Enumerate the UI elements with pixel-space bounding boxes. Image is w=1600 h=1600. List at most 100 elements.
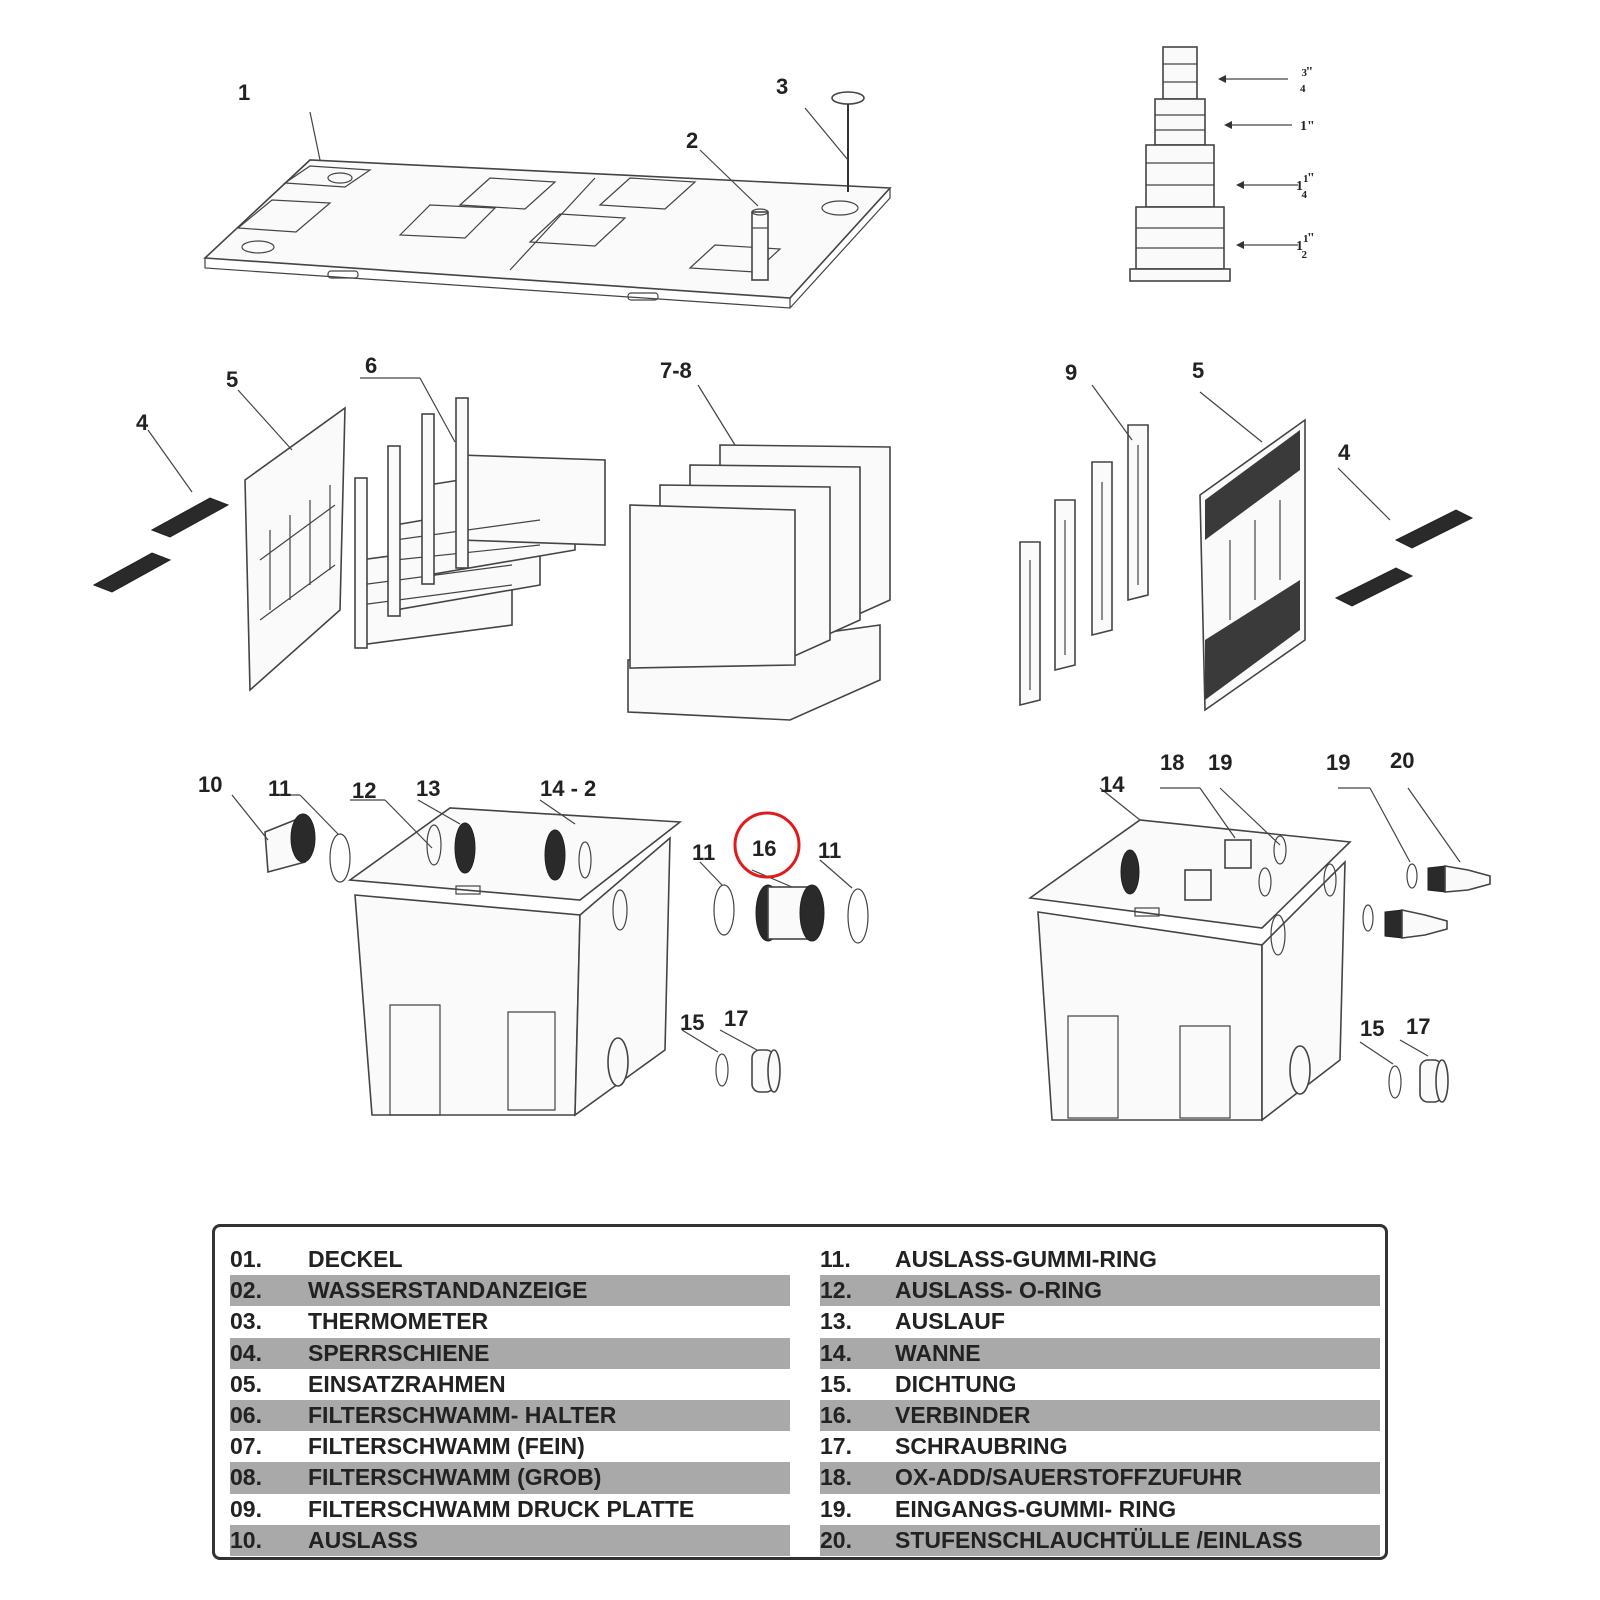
size-label: 1" <box>1300 119 1315 134</box>
callout-5: 5 <box>1192 358 1204 383</box>
inlet-ring-drawing <box>1362 863 1418 932</box>
part-name: AUSLASS- O-RING <box>895 1277 1102 1304</box>
part-number: 16. <box>820 1401 852 1428</box>
callout-3: 3 <box>776 74 788 99</box>
outlet-rubber-ring-drawing <box>329 833 351 883</box>
step-hose-adapter-drawing <box>1129 46 1298 282</box>
part-name: AUSLASS-GUMMI-RING <box>895 1246 1157 1272</box>
part-number: 18. <box>820 1464 852 1491</box>
outlet-ring-drawing-right <box>713 884 735 936</box>
legend-row: 13. AUSLAUF <box>820 1306 1380 1337</box>
part-name: EINSATZRAHMEN <box>308 1370 506 1397</box>
part-number: 12. <box>820 1277 852 1304</box>
callout-16: 16 <box>752 836 776 861</box>
highlight-circle <box>733 811 801 879</box>
legend-column-right: 11.AUSLASS-GUMMI-RING 12.AUSLASS- O-RING… <box>820 1244 1380 1556</box>
legend-row: 07.FILTERSCHWAMM (FEIN) <box>230 1431 790 1462</box>
gasket-drawing-left <box>715 1053 729 1087</box>
callout-19: 19 <box>1208 750 1232 775</box>
legend-row: 01. DECKEL <box>230 1244 790 1275</box>
callout-2: 2 <box>686 128 698 153</box>
callout-10: 10 <box>198 772 222 797</box>
legend-row: 19. EINGANGS-GUMMI- RING <box>820 1494 1380 1525</box>
locking-rail-drawing-left <box>92 497 230 593</box>
callout-18: 18 <box>1160 750 1184 775</box>
legend-row: 12. AUSLASS- O-RING <box>820 1275 1380 1307</box>
gasket-drawing-right <box>1388 1065 1402 1099</box>
callout-15: 15 <box>680 1010 704 1035</box>
callout-14-2: 14 - 2 <box>540 776 596 801</box>
tank-drawing-left <box>347 807 683 1117</box>
part-number: 10. <box>230 1526 262 1553</box>
part-name: SCHRAUBRING <box>895 1433 1068 1460</box>
legend-row: 06.FILTERSCHWAMM- HALTER <box>230 1399 790 1432</box>
thermometer-drawing <box>831 91 865 192</box>
legend-row: 09. FILTERSCHWAMM DRUCK PLATTE <box>230 1494 790 1525</box>
callout-1: 1 <box>238 80 250 105</box>
callout-11: 11 <box>692 840 715 865</box>
sponge-pressure-plate-drawing <box>1019 424 1149 707</box>
parts-legend: 01. DECKEL 02.WASSERSTANDANZEIGE 03. THERM… <box>212 1224 1388 1560</box>
part-name: VERBINDER <box>895 1401 1031 1428</box>
callout-14: 14 <box>1100 772 1125 797</box>
part-number: 14. <box>820 1339 852 1366</box>
callout-7-8: 7-8 <box>660 358 692 383</box>
part-name: FILTERSCHWAMM DRUCK PLATTE <box>308 1495 695 1522</box>
part-number: 02. <box>230 1277 262 1304</box>
callout-17: 17 <box>724 1006 748 1031</box>
part-number: 15. <box>820 1370 852 1397</box>
part-name: DECKEL <box>308 1246 403 1272</box>
part-number: 07. <box>230 1433 262 1460</box>
part-name: THERMOMETER <box>308 1308 489 1335</box>
part-number: 13. <box>820 1308 852 1335</box>
screw-ring-drawing-right <box>1419 1059 1449 1103</box>
callout-9: 9 <box>1065 360 1077 385</box>
callout-5: 5 <box>226 367 238 392</box>
callout-12: 12 <box>352 778 376 803</box>
callout-17: 17 <box>1406 1014 1430 1039</box>
part-number: 09. <box>230 1495 262 1522</box>
callout-6: 6 <box>365 353 377 378</box>
legend-row: 18.OX-ADD/SAUERSTOFFZUFUHR <box>820 1462 1380 1494</box>
part-number: 03. <box>230 1308 262 1335</box>
legend-row: 04. SPERRSCHIENE <box>230 1337 790 1369</box>
part-name: DICHTUNG <box>895 1370 1017 1397</box>
part-number: 01. <box>230 1246 262 1272</box>
legend-column-left: 01. DECKEL 02.WASSERSTANDANZEIGE 03. THERM… <box>230 1244 790 1556</box>
outlet-rubber-ring-drawing-right <box>847 888 869 944</box>
legend-row: 20.STUFENSCHLAUCHTÜLLE /EINLASS <box>820 1524 1380 1556</box>
part-number: 06. <box>230 1401 262 1428</box>
part-name: EINGANGS-GUMMI- RING <box>895 1495 1177 1522</box>
legend-row: 02.WASSERSTANDANZEIGE <box>230 1275 790 1307</box>
locking-rail-drawing-right <box>1334 509 1474 607</box>
callout-20: 20 <box>1390 748 1414 773</box>
stepped-hose-nozzle-drawing <box>1384 865 1491 939</box>
insert-frame-drawing-right <box>1199 418 1306 712</box>
callout-19: 19 <box>1326 750 1350 775</box>
legend-row: 17. SCHRAUBRING <box>820 1431 1380 1462</box>
callout-13: 13 <box>416 776 440 801</box>
screw-ring-drawing-left <box>751 1049 781 1093</box>
callout-4: 4 <box>136 410 149 435</box>
part-name: FILTERSCHWAMM (GROB) <box>308 1464 602 1491</box>
connector-drawing <box>755 884 825 942</box>
callout-11: 11 <box>268 776 291 801</box>
tank-drawing-right <box>1027 819 1352 1122</box>
part-name: SPERRSCHIENE <box>308 1339 490 1366</box>
legend-row: 05.EINSATZRAHMEN <box>230 1369 790 1400</box>
part-name: AUSLAUF <box>895 1308 1005 1335</box>
part-number: 04. <box>230 1339 262 1366</box>
legend-row: 10. AUSLASS <box>230 1524 790 1556</box>
part-name: STUFENSCHLAUCHTÜLLE /EINLASS <box>895 1526 1303 1553</box>
legend-row: 08. FILTERSCHWAMM (GROB) <box>230 1462 790 1494</box>
legend-row: 15. DICHTUNG <box>820 1369 1380 1400</box>
part-name: AUSLASS <box>308 1526 418 1553</box>
part-number: 17. <box>820 1433 852 1460</box>
callout-4: 4 <box>1338 440 1351 465</box>
part-number: 08. <box>230 1464 262 1491</box>
part-number: 19. <box>820 1495 852 1522</box>
